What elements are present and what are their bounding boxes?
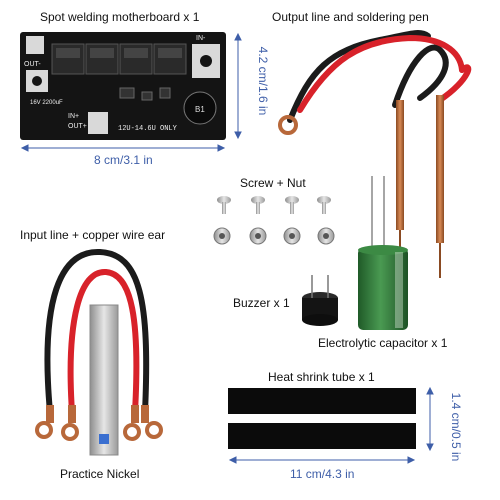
- input-line-label: Input line + copper wire ear: [20, 228, 166, 242]
- tube-dimension-lines: [228, 386, 434, 464]
- heat-shrink-tubes: [228, 388, 416, 449]
- board-out-minus: OUT-: [24, 61, 41, 68]
- board-in-plus: IN+: [68, 113, 79, 120]
- buzzer: [302, 275, 338, 326]
- screw-nut-label: Screw + Nut: [240, 176, 306, 190]
- board-width-dimension: 8 cm/3.1 in: [94, 153, 153, 167]
- motherboard: B1 OUT- IN- IN+ OUT+ 12U-14.6U ONLY 16V …: [20, 32, 226, 140]
- board-out-plus: OUT+: [68, 123, 87, 130]
- input-cables: [44, 248, 150, 415]
- board-dimension-lines: [20, 32, 242, 152]
- nuts: [213, 227, 335, 245]
- board-in-minus: IN-: [196, 35, 206, 42]
- screws: [217, 196, 331, 214]
- output-cables: [287, 30, 472, 123]
- board-voltage: 12U-14.6U ONLY: [118, 125, 178, 133]
- capacitor-label: Electrolytic capacitor x 1: [318, 336, 448, 350]
- practice-nickel-label: Practice Nickel: [60, 467, 140, 481]
- electrolytic-capacitor: [358, 176, 408, 330]
- board-buzzer-mark: B1: [195, 105, 205, 114]
- tube-length-dimension: 11 cm/4.3 in: [290, 467, 355, 481]
- practice-nickel-strip: [89, 304, 119, 456]
- board-label: Spot welding motherboard x 1: [40, 10, 200, 24]
- board-cap-spec: 16V 2200uF: [30, 100, 63, 106]
- soldering-pen-right: [436, 95, 444, 278]
- ring-terminal-output: [278, 115, 298, 135]
- heat-shrink-label: Heat shrink tube x 1: [268, 370, 375, 384]
- soldering-pen-left: [396, 100, 404, 260]
- buzzer-label: Buzzer x 1: [233, 296, 290, 310]
- copper-wire-ears: [35, 405, 163, 441]
- output-line-label: Output line and soldering pen: [272, 10, 429, 24]
